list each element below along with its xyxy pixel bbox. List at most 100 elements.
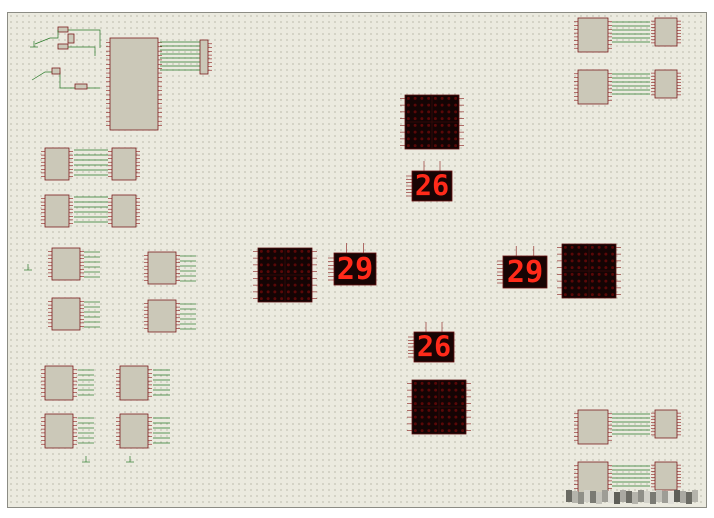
matrix-led [259, 270, 263, 274]
latch-chip-3[interactable] [41, 413, 77, 449]
matrix-led [590, 279, 594, 283]
matrix-led [293, 297, 297, 301]
chip-body [44, 147, 70, 181]
matrix-led [577, 259, 581, 263]
matrix-led [440, 429, 444, 433]
matrix-led [461, 429, 465, 433]
oscillator-circuit[interactable] [34, 26, 101, 56]
driver-chip-right-1[interactable] [651, 17, 681, 47]
thumbnail-pixel [584, 490, 590, 502]
matrix-led [433, 110, 437, 114]
resistor-pack-rp1[interactable] [199, 39, 212, 75]
seven-seg-south[interactable]: 26 [408, 322, 455, 364]
latch-chip-2[interactable] [116, 365, 152, 401]
ground-symbol [82, 456, 90, 463]
latch-chip-4[interactable] [116, 413, 152, 449]
matrix-led [584, 293, 588, 297]
matrix-led [427, 123, 431, 127]
thumbnail-pixel [680, 491, 686, 503]
wire [31, 71, 100, 89]
matrix-led [611, 252, 615, 256]
matrix-led [447, 110, 451, 114]
shift-register-2[interactable] [144, 251, 180, 285]
matrix-led [440, 408, 444, 412]
chip-body [147, 299, 177, 333]
matrix-led [461, 408, 465, 412]
matrix-led [570, 279, 574, 283]
seven-seg-west[interactable]: 29 [328, 243, 377, 287]
matrix-led [420, 144, 424, 148]
matrix-led [280, 249, 284, 253]
thumbnail-pixel [620, 490, 626, 502]
matrix-led [440, 117, 444, 121]
matrix-led [273, 290, 277, 294]
seven-seg-east[interactable]: 29 [497, 246, 548, 290]
matrix-led [577, 279, 581, 283]
reset-circuit[interactable] [31, 67, 100, 90]
matrix-led [597, 286, 601, 290]
microcontroller-u1[interactable] [106, 37, 162, 131]
led-matrix-south[interactable] [407, 379, 471, 435]
matrix-led [266, 290, 270, 294]
matrix-led [454, 123, 458, 127]
thumbnail-pixel [638, 490, 644, 502]
matrix-led [447, 408, 451, 412]
resistor-r1 [74, 83, 88, 90]
matrix-led [406, 96, 410, 100]
matrix-led [259, 283, 263, 287]
matrix-led [420, 137, 424, 141]
matrix-led [413, 381, 417, 385]
latch-chip-1[interactable] [41, 365, 77, 401]
matrix-led [427, 103, 431, 107]
matrix-led [420, 395, 424, 399]
chip-body [119, 413, 149, 449]
matrix-led [447, 429, 451, 433]
decoder-chip-right-2[interactable] [574, 69, 612, 105]
matrix-led [577, 245, 581, 249]
matrix-led [433, 123, 437, 127]
driver-chip-left-2[interactable] [108, 147, 140, 181]
matrix-led [259, 297, 263, 301]
matrix-led [280, 256, 284, 260]
thumbnail-pixel [668, 492, 674, 504]
driver-chip-left-1[interactable] [41, 147, 73, 181]
matrix-led [406, 123, 410, 127]
shift-register-3[interactable] [48, 297, 84, 331]
decoder-chip-right-3[interactable] [574, 409, 612, 445]
matrix-led [273, 270, 277, 274]
matrix-led [266, 256, 270, 260]
matrix-led [577, 286, 581, 290]
shift-register-4[interactable] [144, 299, 180, 333]
led-matrix-east[interactable] [557, 243, 621, 299]
chip-body [654, 461, 678, 491]
driver-chip-left-3[interactable] [41, 194, 73, 228]
chip-body [119, 365, 149, 401]
matrix-led [273, 249, 277, 253]
shift-register-1[interactable] [48, 247, 84, 281]
matrix-led [413, 408, 417, 412]
decoder-chip-right-1[interactable] [574, 17, 612, 53]
matrix-led [434, 395, 438, 399]
matrix-led [611, 272, 615, 276]
led-matrix-north[interactable] [400, 94, 464, 150]
led-matrix-west[interactable] [253, 247, 317, 303]
thumbnail-pixel [578, 492, 584, 504]
matrix-led [584, 286, 588, 290]
matrix-led [273, 283, 277, 287]
driver-chip-left-4[interactable] [108, 194, 140, 228]
driver-chip-right-3[interactable] [651, 409, 681, 439]
thumbnail-pixel [572, 491, 578, 503]
matrix-led [259, 256, 263, 260]
matrix-led [300, 276, 304, 280]
driver-chip-right-4[interactable] [651, 461, 681, 491]
matrix-led [584, 252, 588, 256]
seven-seg-north[interactable]: 26 [406, 161, 453, 203]
matrix-led [577, 272, 581, 276]
display-body [411, 170, 453, 202]
thumbnail-strip [566, 490, 698, 504]
matrix-led [406, 110, 410, 114]
matrix-led [420, 388, 424, 392]
driver-chip-right-2[interactable] [651, 69, 681, 99]
matrix-led [563, 279, 567, 283]
matrix-led [427, 395, 431, 399]
